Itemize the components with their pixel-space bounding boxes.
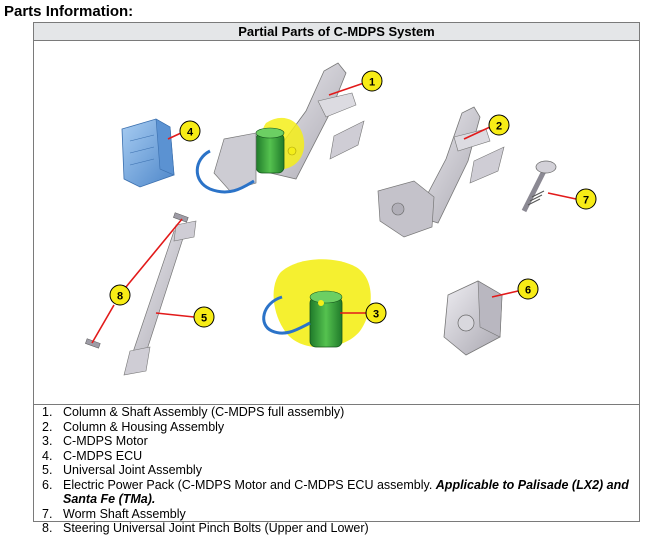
callout-label-2: 2 bbox=[496, 121, 502, 133]
leader-line-8a bbox=[125, 218, 183, 288]
ecu-illustration bbox=[121, 118, 175, 188]
leader-line-8b bbox=[91, 304, 115, 344]
list-item-text: Column & Housing Assembly bbox=[63, 419, 225, 434]
callout-label-7: 7 bbox=[583, 195, 589, 207]
callout-label-6: 6 bbox=[525, 285, 531, 297]
leader-line-1 bbox=[328, 82, 365, 96]
list-item-number: 4. bbox=[42, 448, 53, 463]
callout-6: 6 bbox=[517, 278, 539, 300]
list-item: 4. C-MDPS ECU bbox=[34, 449, 639, 464]
parts-table: Partial Parts of C-MDPS System bbox=[33, 22, 640, 535]
leader-line-5 bbox=[155, 312, 195, 318]
list-item: 5. Universal Joint Assembly bbox=[34, 463, 639, 478]
callout-label-3: 3 bbox=[373, 309, 379, 321]
list-item-text: Column & Shaft Assembly (C-MDPS full ass… bbox=[63, 405, 345, 419]
section-heading: Parts Information: bbox=[4, 3, 134, 20]
callout-5: 5 bbox=[193, 306, 215, 328]
callout-1: 1 bbox=[361, 70, 383, 92]
parts-diagram: 1 2 3 4 5 6 7 bbox=[85, 62, 597, 376]
list-item: 6. Electric Power Pack (C-MDPS Motor and … bbox=[34, 478, 639, 507]
power-pack-illustration bbox=[443, 280, 503, 356]
callout-label-1: 1 bbox=[369, 77, 375, 89]
list-item-text: C-MDPS Motor bbox=[63, 434, 148, 448]
list-item-text: Universal Joint Assembly bbox=[63, 463, 202, 477]
motor-illustration bbox=[262, 259, 371, 348]
list-item-number: 3. bbox=[42, 434, 53, 448]
list-item-number: 1. bbox=[42, 405, 53, 419]
list-item: 7. Worm Shaft Assembly bbox=[34, 507, 639, 522]
callout-7: 7 bbox=[575, 188, 597, 210]
leader-lines bbox=[91, 82, 577, 344]
list-item-text: Worm Shaft Assembly bbox=[63, 506, 186, 521]
list-item-number: 6. bbox=[42, 477, 53, 492]
leader-line-6 bbox=[491, 290, 519, 298]
table-title: Partial Parts of C-MDPS System bbox=[34, 23, 639, 41]
list-item: 3. C-MDPS Motor bbox=[34, 434, 639, 449]
worm-shaft-illustration bbox=[521, 160, 557, 213]
parts-list: 1. Column & Shaft Assembly (C-MDPS full a… bbox=[34, 405, 639, 536]
list-item-text: Steering Universal Joint Pinch Bolts (Up… bbox=[63, 521, 369, 535]
callout-label-4: 4 bbox=[187, 127, 194, 139]
list-item-text: Electric Power Pack (C-MDPS Motor and C-… bbox=[63, 477, 436, 492]
parts-illustration: 1 2 3 4 5 6 7 bbox=[34, 41, 639, 405]
list-item-number: 5. bbox=[42, 463, 53, 477]
callout-4: 4 bbox=[179, 120, 201, 142]
callout-label-8: 8 bbox=[117, 291, 123, 303]
list-item: 8. Steering Universal Joint Pinch Bolts (… bbox=[34, 521, 639, 536]
callout-2: 2 bbox=[488, 114, 510, 136]
column-housing-assembly-illustration bbox=[377, 106, 505, 238]
list-item-number: 8. bbox=[42, 521, 53, 535]
callout-label-5: 5 bbox=[201, 313, 207, 325]
leader-line-2 bbox=[463, 126, 491, 140]
leader-line-7 bbox=[547, 192, 577, 200]
leader-line-4 bbox=[167, 132, 182, 140]
column-shaft-assembly-illustration bbox=[195, 62, 365, 194]
callout-8: 8 bbox=[109, 284, 131, 306]
pinch-bolts-illustration bbox=[85, 212, 189, 349]
callout-3: 3 bbox=[365, 302, 387, 324]
list-item: 2. Column & Housing Assembly bbox=[34, 420, 639, 435]
list-item-number: 7. bbox=[42, 506, 53, 521]
list-item: 1. Column & Shaft Assembly (C-MDPS full a… bbox=[34, 405, 639, 420]
applicability-note: Applicable to Palisade (LX2) and Santa F… bbox=[63, 477, 629, 507]
list-item-number: 2. bbox=[42, 419, 53, 434]
list-item-text: C-MDPS ECU bbox=[63, 448, 143, 463]
universal-joint-illustration bbox=[123, 220, 197, 376]
